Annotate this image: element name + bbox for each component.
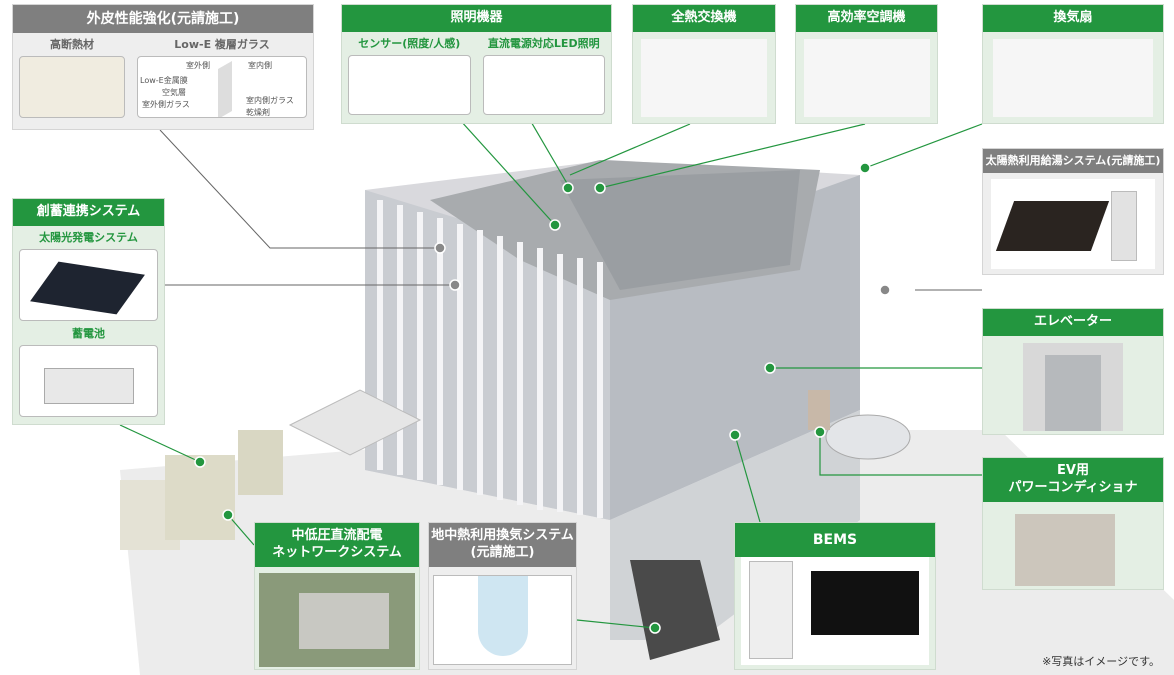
heat-exchanger-panel: 全熱交換機 — [632, 4, 776, 124]
aircon-image — [804, 39, 930, 117]
solar-hot-water-title: 太陽熱利用給湯システム(元請施工) — [983, 149, 1163, 174]
dc-network-image — [259, 573, 415, 667]
indoor-label: 室内側 — [248, 61, 272, 71]
elevator-image — [1023, 343, 1123, 431]
dc-network-title: 中低圧直流配電ネットワークシステム — [255, 523, 419, 567]
solar-label: 太陽光発電システム — [39, 230, 138, 244]
geothermal-title: 地中熱利用換気システム(元請施工) — [429, 523, 576, 567]
led-label: 直流電源対応LED照明 — [487, 36, 600, 50]
insulation-label: 高断熱材 — [50, 38, 94, 52]
lighting-title: 照明機器 — [342, 5, 611, 32]
energy-system-title: 創蓄連携システム — [13, 199, 164, 226]
glass-diagram: 室外側 室内側 Low-E金属膜 空気層 室外側ガラス 室内側ガラス 乾燥剤 — [137, 56, 307, 119]
battery-image — [19, 344, 158, 417]
fan-title: 換気扇 — [983, 5, 1163, 32]
battery-label: 蓄電池 — [72, 326, 105, 340]
elevator-panel: エレベーター — [982, 308, 1164, 435]
energy-system-panel: 創蓄連携システム 太陽光発電システム 蓄電池 — [12, 198, 165, 425]
ev-title: EV用パワーコンディショナ — [983, 458, 1163, 502]
solar-hot-water-panel: 太陽熱利用給湯システム(元請施工) — [982, 148, 1164, 275]
led-image — [482, 54, 605, 115]
image-note: ※写真はイメージです。 — [1042, 655, 1160, 668]
sensor-image — [348, 54, 471, 115]
dc-network-panel: 中低圧直流配電ネットワークシステム — [254, 522, 420, 670]
solar-panel-image — [19, 248, 158, 321]
outdoor-glass-label: 室外側ガラス — [142, 100, 190, 110]
fan-panel: 換気扇 — [982, 4, 1164, 124]
desiccant-label: 乾燥剤 — [246, 108, 270, 118]
geothermal-panel: 地中熱利用換気システム(元請施工) — [428, 522, 577, 670]
aircon-title: 高効率空調機 — [796, 5, 937, 32]
lighting-panel: 照明機器 センサー(照度/人感) 直流電源対応LED照明 — [341, 4, 612, 124]
aircon-panel: 高効率空調機 — [795, 4, 938, 124]
ev-charger-image — [1015, 514, 1115, 586]
heat-exchanger-title: 全熱交換機 — [633, 5, 775, 32]
envelope-title: 外皮性能強化(元請施工) — [13, 5, 313, 34]
ev-panel: EV用パワーコンディショナ — [982, 457, 1164, 590]
bems-image — [741, 557, 929, 665]
envelope-panel: 外皮性能強化(元請施工) 高断熱材 Low-E 複層ガラス 室外側 室内側 Lo… — [12, 4, 314, 130]
insulation-image — [19, 56, 125, 119]
solar-hot-water-image — [991, 179, 1155, 269]
heat-exchanger-image — [641, 39, 767, 117]
lowe-film-label: Low-E金属膜 — [140, 76, 188, 86]
bems-title: BEMS — [735, 523, 935, 558]
air-layer-label: 空気層 — [162, 88, 186, 98]
geothermal-image — [433, 575, 572, 665]
elevator-title: エレベーター — [983, 309, 1163, 336]
fan-image — [993, 39, 1153, 117]
glass-label: Low-E 複層ガラス — [174, 38, 270, 52]
indoor-glass-label: 室内側ガラス — [246, 96, 294, 106]
outdoor-label: 室外側 — [186, 61, 210, 71]
bems-panel: BEMS — [734, 522, 936, 670]
sensor-label: センサー(照度/人感) — [358, 36, 461, 50]
